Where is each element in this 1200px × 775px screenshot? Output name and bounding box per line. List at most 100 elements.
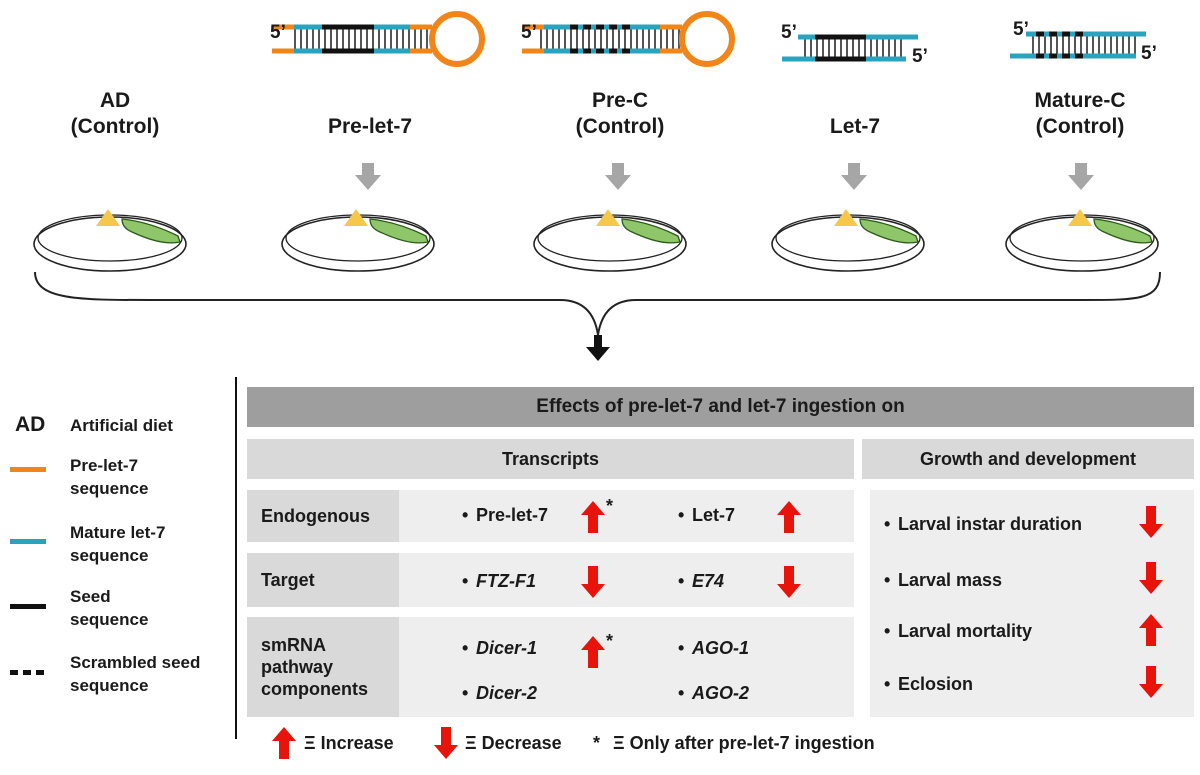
transcripts-header: Transcripts [247,439,854,479]
groups-graphic [33,11,1161,361]
group-label-pre-c: Pre-C(Control) [575,89,665,138]
five-prime-label: 5’ [1141,43,1157,64]
diet-icon [596,209,620,226]
five-prime-label: 5’ [270,22,286,43]
arrow-up-icon [272,727,296,759]
bullet-icon: • [884,570,891,590]
growth-box [870,490,1194,717]
arrow-up-icon [777,501,801,533]
item-ftz-f1: •FTZ-F1 [462,571,536,591]
arrow-down-icon [1068,163,1094,190]
item-e74: •E74 [678,571,725,591]
bullet-icon: • [884,674,891,694]
bullet-icon: • [678,683,685,703]
bullet-icon: • [462,683,469,703]
brace [34,271,1161,336]
arrow-up-icon [1139,614,1163,646]
arrow-down-icon [581,566,605,598]
arrow-up-icon [581,501,605,533]
arrow-down-icon [777,566,801,598]
divider [235,377,237,739]
legend-ad-text: Artificial diet [70,416,173,435]
five-prime-label: 5’ [912,46,928,67]
petri-dish-icon [533,209,687,272]
bullet-icon: • [462,571,469,591]
petri-dish-icon [33,209,187,272]
bullet-icon: • [678,638,685,658]
key-increase: Ξ Increase [304,733,394,753]
arrow-down-icon [434,727,458,759]
group-label-mature-c: Mature-C(Control) [1034,89,1126,138]
legend-pre-text: Pre-let-7 sequence [70,456,149,498]
bullet-icon: • [462,638,469,658]
diet-icon [1068,209,1092,226]
asterisk: * [606,631,614,651]
petri-dish-icon [281,209,435,272]
arrow-up-icon [581,636,605,668]
bullet-icon: • [678,571,685,591]
growth-item-mortality: •Larval mortality [884,621,1033,641]
diet-icon [834,209,858,226]
pre-c-hairpin [522,11,735,67]
bullet-icon: • [678,505,685,525]
item-pre-let7: •Pre-let-7 [462,505,549,525]
legend-scrambled-swatch [10,670,46,675]
petri-dishes [33,209,1159,272]
petri-dish-icon [771,209,925,272]
bullet-icon: • [462,505,469,525]
petri-dish-icon [1005,209,1159,272]
larva-icon [859,218,919,244]
grey-arrows [355,163,1094,190]
row-label-smrna: smRNA pathway components [247,617,399,717]
item-dicer1: •Dicer-1 [462,638,538,658]
panel-title: Effects of pre-let-7 and let-7 ingestion… [247,387,1194,427]
diet-icon [96,209,120,226]
legend-seed-text: Seed sequence [70,587,149,629]
larva-icon [1093,218,1153,244]
growth-item-mass: •Larval mass [884,570,1003,590]
key-star-text: Ξ Only after pre-let-7 ingestion [613,733,875,753]
asterisk: * [606,496,614,516]
arrow-down-icon [355,163,381,190]
group-label-let7: Let-7 [829,115,881,138]
row-label-endogenous: Endogenous [247,490,399,542]
key-star-symbol: * [593,733,601,753]
key-decrease: Ξ Decrease [465,733,562,753]
item-dicer2: •Dicer-2 [462,683,538,703]
group-label-pre-let7: Pre-let-7 [327,115,413,138]
arrow-down-icon [1139,562,1163,594]
legend-scrambled-text: Scrambled seed sequence [70,653,201,695]
legend-orange-swatch [10,467,46,472]
item-let7: •Let-7 [678,505,736,525]
diet-icon [344,209,368,226]
larva-icon [369,218,429,244]
item-ago2: •AGO-2 [678,683,750,703]
five-prime-label: 5’ [781,22,797,43]
let7-duplex [782,34,918,62]
legend-mature-text: Mature let-7 sequence [70,523,166,565]
legend-blue-swatch [10,539,46,544]
arrow-down-icon [841,163,867,190]
larva-icon [621,218,681,244]
five-prime-label: 5’ [521,22,537,43]
bullet-icon: • [884,621,891,641]
arrow-down-icon [586,335,610,361]
group-label-ad: AD(Control) [70,89,160,138]
growth-item-instar: •Larval instar duration [884,514,1083,534]
legend-seed-swatch [10,604,46,609]
larva-icon [121,218,181,244]
arrow-down-icon [605,163,631,190]
bullet-icon: • [884,514,891,534]
pre-let7-hairpin [272,11,485,67]
arrow-down-icon [1139,666,1163,698]
mature-c-duplex [1010,31,1146,59]
row-label-target: Target [247,553,399,607]
treatment-groups: 5’ 5’ 5’ 5’ 5’ 5’ AD(Control) Pre-let-7 … [0,0,1200,370]
arrow-down-icon [1139,506,1163,538]
legend-ad-abbrev: AD [15,413,46,436]
growth-header: Growth and development [862,439,1194,479]
growth-item-eclosion: •Eclosion [884,674,974,694]
five-prime-label: 5’ [1013,19,1029,40]
item-ago1: •AGO-1 [678,638,750,658]
